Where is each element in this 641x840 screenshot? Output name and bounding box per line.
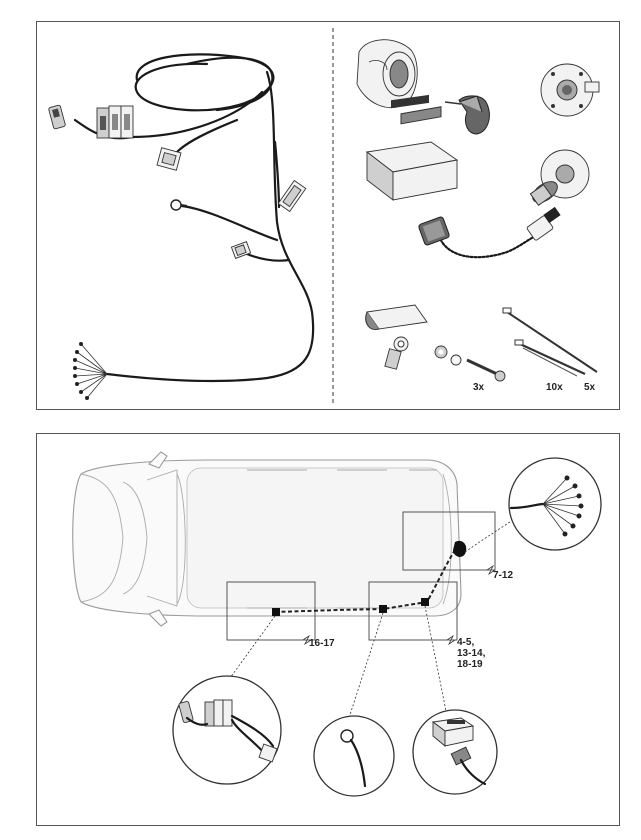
leader-harness <box>216 615 276 697</box>
ring-lug <box>384 336 409 370</box>
leader-module <box>424 605 448 717</box>
junction-point-3 <box>421 598 429 606</box>
pigtail-cable <box>418 206 561 259</box>
harness-branch-square <box>175 118 239 154</box>
detail-circle-ground <box>313 715 395 797</box>
callout-module-steps-2: 13-14, <box>457 648 486 659</box>
socket-plate <box>529 149 590 207</box>
relay-block <box>96 105 134 139</box>
callout-socket-steps: 7-12 <box>493 570 513 581</box>
harness-branch-small <box>245 252 291 262</box>
installation-panel: 7-12 16-17 4-5, 13-14, 18-19 <box>36 433 620 826</box>
ring-terminal <box>170 199 188 211</box>
qty-label-long-ties: 10x <box>546 382 563 393</box>
leader-ground <box>346 612 384 725</box>
detail-circle-wire-ends <box>508 457 602 551</box>
detail-circle-harness <box>172 675 282 785</box>
van-top-view <box>72 451 462 627</box>
wiring-harness <box>48 53 315 400</box>
square-connector <box>156 147 182 171</box>
callout-module-steps-1: 4-5, <box>457 637 474 648</box>
qty-label-fasteners: 3x <box>473 382 485 393</box>
leader-socket <box>464 515 520 553</box>
trailer-socket <box>356 39 418 109</box>
installation-drawing: 7-12 16-17 4-5, 13-14, 18-19 <box>72 451 602 797</box>
wire-ends-fan <box>73 342 108 400</box>
harness-loop-inner <box>185 56 274 112</box>
junction-point-2 <box>379 605 387 613</box>
junction-point-1 <box>272 608 280 616</box>
small-connector <box>230 241 252 259</box>
plug-connector <box>48 104 66 130</box>
break-mark-rear <box>486 564 496 576</box>
cable-ties <box>502 307 598 377</box>
detail-box-right <box>368 581 458 641</box>
detail-box-rear <box>402 511 496 571</box>
detail-circle-module <box>412 709 498 795</box>
cable-route <box>274 549 456 613</box>
qty-label-short-ties: 5x <box>584 382 596 393</box>
kit-contents-drawing: 3x 10x 5x <box>48 28 600 406</box>
socket-point <box>453 540 467 557</box>
multi-pin-connector <box>277 179 307 213</box>
harness-branch-relay <box>130 90 264 139</box>
fastener-set <box>434 345 506 382</box>
harness-trunk <box>105 70 315 383</box>
rubber-grommet <box>444 95 490 135</box>
break-mark-right <box>446 634 456 646</box>
harness-branch-ring <box>180 204 279 242</box>
control-module <box>365 94 459 201</box>
break-mark-center <box>302 634 312 646</box>
callout-harness-steps: 16-17 <box>309 638 335 649</box>
adhesive-pad <box>365 304 428 331</box>
callout-module-steps-3: 18-19 <box>457 659 483 670</box>
kit-contents-panel: 3x 10x 5x <box>36 21 620 410</box>
mounting-plate <box>540 63 600 117</box>
